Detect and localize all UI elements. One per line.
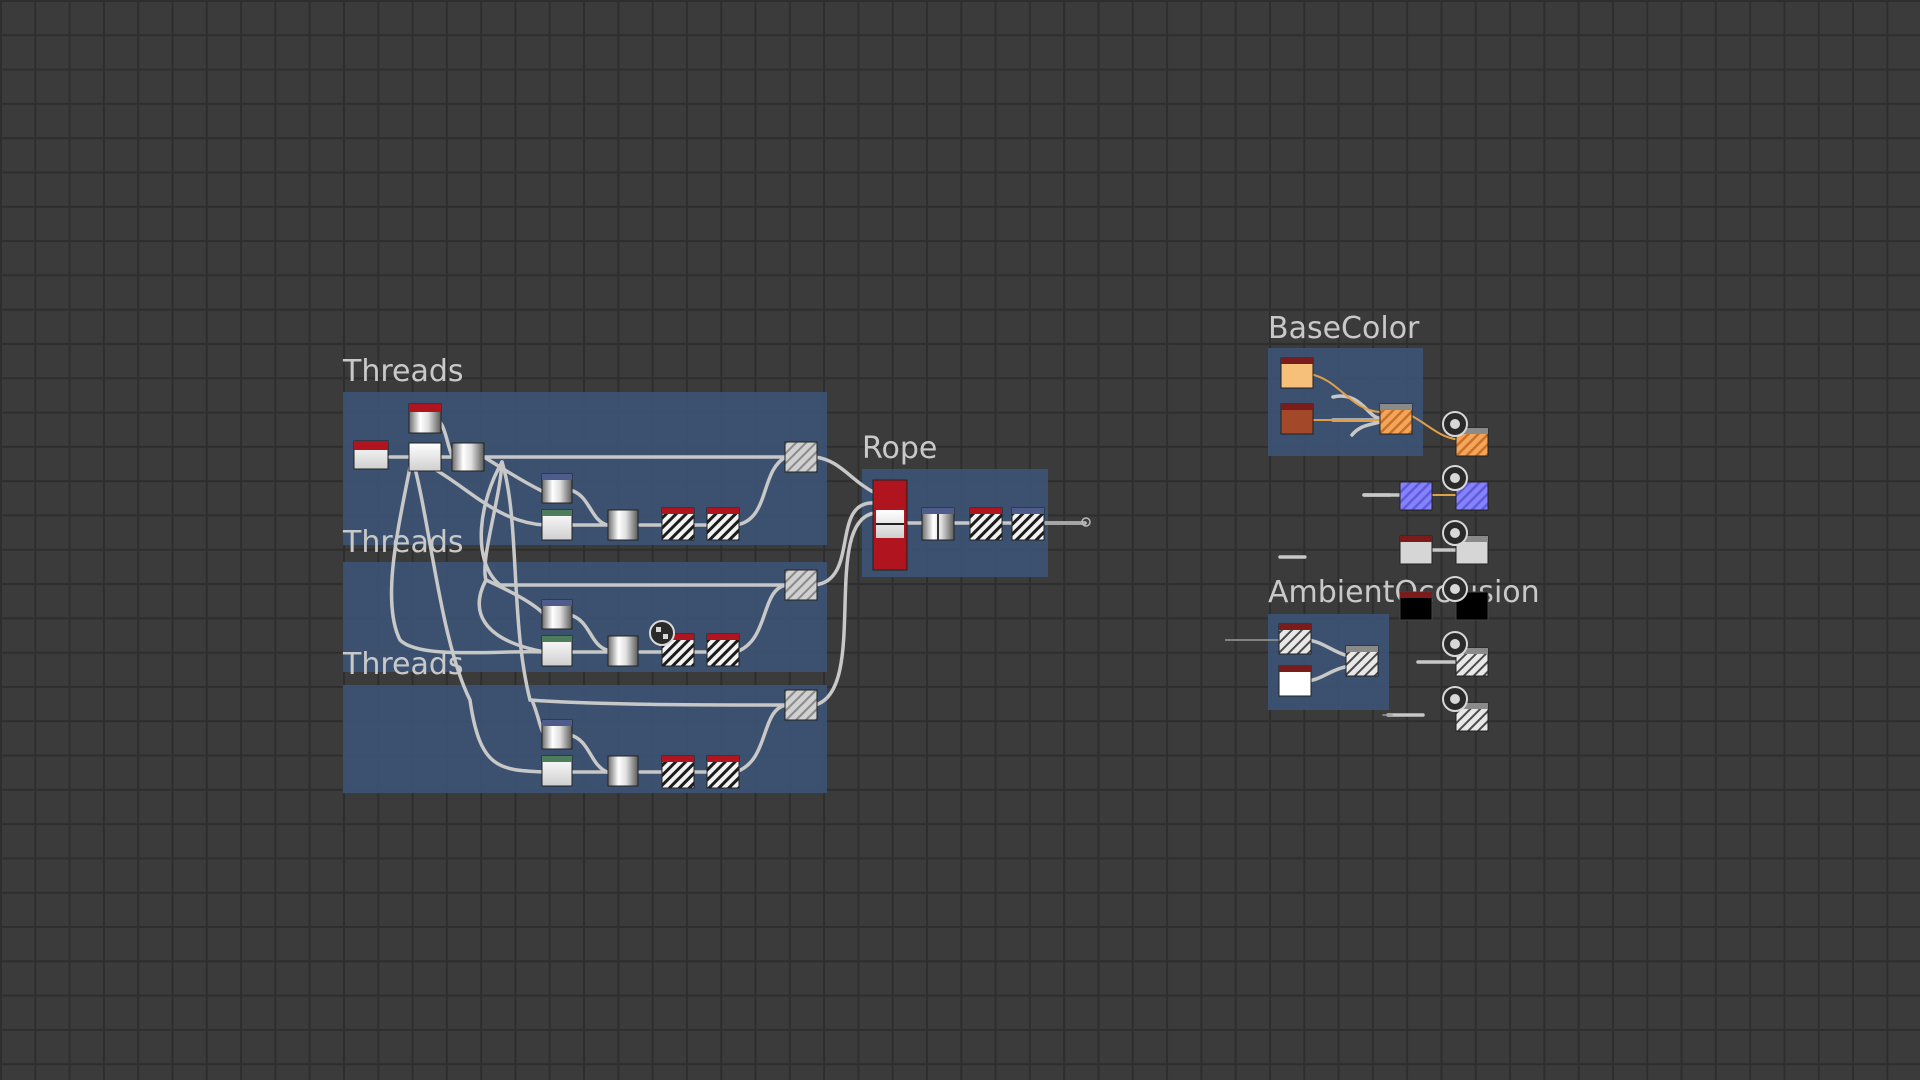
- node-rope-levels[interactable]: [921, 507, 955, 541]
- node-levels-3[interactable]: [541, 719, 573, 750]
- output-badge-icon: [1442, 411, 1468, 437]
- node-blur-2[interactable]: [607, 635, 639, 667]
- node-blur-1[interactable]: [607, 509, 639, 541]
- output-badge-icon: [1442, 520, 1468, 546]
- node-ao-blend[interactable]: [1345, 645, 1379, 677]
- node-blend-green-1[interactable]: [541, 509, 573, 541]
- node-rope-blend[interactable]: [872, 479, 908, 571]
- node-color-light[interactable]: [1280, 357, 1314, 389]
- node-warp-3b[interactable]: [706, 755, 740, 789]
- frame-title-base-color: BaseColor: [1268, 311, 1420, 346]
- node-black-input[interactable]: [1399, 591, 1433, 621]
- node-color-dark[interactable]: [1280, 403, 1314, 435]
- node-ao-input-white[interactable]: [1278, 665, 1312, 697]
- node-gradient-top[interactable]: [408, 403, 442, 434]
- output-badge-icon: [1442, 631, 1468, 657]
- node-transform-2[interactable]: [451, 442, 485, 472]
- comment-pin-icon[interactable]: [649, 620, 675, 646]
- graph-links: [388, 394, 1467, 774]
- output-badge-icon: [1442, 465, 1468, 491]
- node-rope-warp-a[interactable]: [969, 507, 1003, 541]
- node-ao-input-hatch[interactable]: [1278, 623, 1312, 655]
- node-warp-3a[interactable]: [661, 755, 695, 789]
- output-badge-icon: [1442, 686, 1468, 712]
- node-input-red[interactable]: [353, 440, 389, 470]
- node-warp-1b[interactable]: [706, 507, 740, 541]
- node-levels-1[interactable]: [541, 473, 573, 504]
- node-normal-input[interactable]: [1399, 481, 1433, 511]
- node-warp-1a[interactable]: [661, 507, 695, 541]
- frame-title-threads-3: Threads: [343, 647, 464, 682]
- node-output-3[interactable]: [784, 689, 818, 721]
- frame-title-threads-2: Threads: [343, 525, 464, 560]
- node-rope-warp-b[interactable]: [1011, 507, 1045, 541]
- node-warp-2b[interactable]: [706, 633, 740, 667]
- node-blend-green-2[interactable]: [541, 635, 573, 667]
- rope-output-socket[interactable]: [1081, 517, 1091, 527]
- node-output-1[interactable]: [784, 441, 818, 473]
- node-blur-3[interactable]: [607, 755, 639, 787]
- node-color-blend[interactable]: [1379, 403, 1413, 435]
- node-gray-input[interactable]: [1399, 535, 1433, 565]
- frame-title-rope: Rope: [862, 431, 938, 466]
- graph-links-thin: [1044, 522, 1393, 716]
- node-blend-green-3[interactable]: [541, 755, 573, 787]
- frame-title-threads-1: Threads: [343, 354, 464, 389]
- output-badge-icon: [1442, 576, 1468, 602]
- node-transform-1[interactable]: [408, 442, 442, 472]
- node-levels-2[interactable]: [541, 599, 573, 630]
- node-output-2[interactable]: [784, 569, 818, 601]
